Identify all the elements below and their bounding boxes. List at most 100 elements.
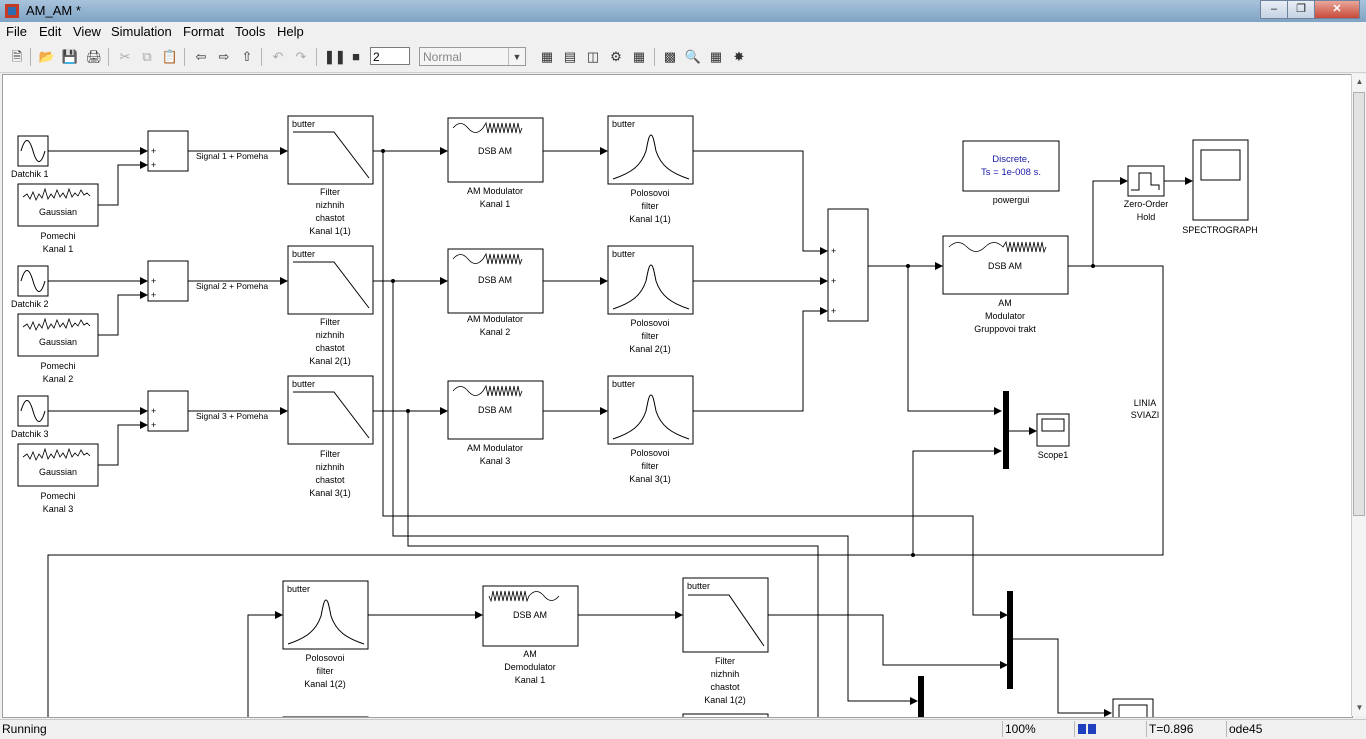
lowpass-filter-1[interactable]: butter xyxy=(287,115,374,185)
line-label-2: SVIAZI xyxy=(1131,410,1160,420)
debug-icon[interactable]: ◫ xyxy=(586,49,600,64)
noise-label-2a: Pomechi xyxy=(40,361,75,371)
sum-block-3[interactable]: + + xyxy=(147,390,189,432)
powergui-block[interactable]: Discrete, Ts = 1e-008 s. xyxy=(962,140,1060,192)
stop-time-field[interactable]: 2 xyxy=(370,47,410,65)
menu-file[interactable]: File xyxy=(6,24,27,39)
simulation-mode-select[interactable]: Normal ▼ xyxy=(419,47,526,66)
svg-text:butter: butter xyxy=(292,119,315,129)
svg-text:DSB AM: DSB AM xyxy=(478,275,512,285)
profile-icon[interactable]: ⚙ xyxy=(610,49,622,64)
menu-help[interactable]: Help xyxy=(277,24,304,39)
up-arrow-icon[interactable]: ⇧ xyxy=(241,49,253,64)
close-button[interactable]: ✕ xyxy=(1314,0,1360,19)
update-icon[interactable]: ▤ xyxy=(563,49,577,64)
open-icon[interactable]: 📂 xyxy=(38,49,56,64)
build-icon[interactable]: ▦ xyxy=(540,49,554,64)
lowpass-filter-2[interactable]: butter xyxy=(287,245,374,315)
menu-view[interactable]: View xyxy=(73,24,101,39)
redo-icon[interactable]: ↷ xyxy=(295,49,307,64)
paste-icon[interactable]: 📋 xyxy=(161,49,179,64)
svg-text:chastot: chastot xyxy=(315,343,345,353)
line-label-1: LINIA xyxy=(1134,398,1157,408)
rx-lowpass-filter-1[interactable]: butter xyxy=(682,577,769,653)
model-canvas[interactable]: Datchik 1 Datchik 2 Datchik 3 Gaussian P… xyxy=(2,74,1353,718)
sum-block-2[interactable]: + + xyxy=(147,260,189,302)
forward-arrow-icon[interactable]: ⇨ xyxy=(218,49,230,64)
noise-label-1a: Pomechi xyxy=(40,231,75,241)
rx-bandpass-filter-1[interactable]: butter xyxy=(282,580,369,650)
am-demodulator-1[interactable]: DSB AM xyxy=(482,585,579,647)
bandpass-filter-1[interactable]: butter xyxy=(607,115,694,185)
svg-text:Filter: Filter xyxy=(320,187,340,197)
svg-text:+: + xyxy=(831,276,836,286)
model-browser-icon[interactable]: ▦ xyxy=(709,49,723,64)
undo-icon[interactable]: ↶ xyxy=(272,49,284,64)
menu-edit[interactable]: Edit xyxy=(39,24,62,39)
rx-lowpass-filter-2[interactable] xyxy=(682,713,769,717)
debugger-wheel-icon[interactable]: ✸ xyxy=(733,49,745,64)
sum-block-1[interactable]: + + xyxy=(147,130,189,172)
gaussian-noise-3[interactable]: Gaussian xyxy=(17,443,99,487)
scope1-block[interactable] xyxy=(1036,413,1070,447)
new-model-icon[interactable]: 🗎 xyxy=(11,49,23,64)
am-modulator-group[interactable]: DSB AM xyxy=(942,235,1069,295)
save-icon[interactable]: 💾 xyxy=(61,49,79,64)
menu-simulation[interactable]: Simulation xyxy=(111,24,172,39)
sine-source-3[interactable] xyxy=(17,395,49,427)
pause-icon[interactable]: ❚❚ xyxy=(324,49,346,64)
menu-format[interactable]: Format xyxy=(183,24,225,39)
cut-icon[interactable]: ✂ xyxy=(119,49,131,64)
gaussian-text-1: Gaussian xyxy=(39,207,77,217)
noise-label-3a: Pomechi xyxy=(40,491,75,501)
svg-text:DSB AM: DSB AM xyxy=(478,146,512,156)
svg-text:butter: butter xyxy=(292,249,315,259)
zero-order-hold-block[interactable] xyxy=(1127,165,1165,197)
gaussian-noise-1[interactable]: Gaussian xyxy=(17,183,99,227)
scrollbar-thumb[interactable] xyxy=(1353,92,1365,516)
copy-icon[interactable]: ⧉ xyxy=(142,49,152,64)
model-explorer-icon[interactable]: 🔍 xyxy=(684,49,702,64)
svg-text:Kanal 3(1): Kanal 3(1) xyxy=(629,474,671,484)
mux-block-2[interactable] xyxy=(1007,591,1013,689)
status-bar: Running 100% T=0.896 ode45 xyxy=(0,719,1366,739)
sine-label-1: Datchik 1 xyxy=(11,169,49,179)
am-modulator-3[interactable]: DSB AM xyxy=(447,380,544,440)
vertical-scrollbar[interactable]: ▲ ▼ xyxy=(1351,74,1366,716)
scroll-down-icon[interactable]: ▼ xyxy=(1355,703,1364,712)
maximize-button[interactable]: ❐ xyxy=(1287,0,1315,19)
print-icon[interactable]: 🖨 xyxy=(85,49,103,64)
am-modulator-1[interactable]: DSB AM xyxy=(447,117,544,183)
mux-block-1[interactable] xyxy=(1003,391,1009,469)
gaussian-noise-2[interactable]: Gaussian xyxy=(17,313,99,357)
stop-icon[interactable]: ■ xyxy=(352,49,360,64)
menu-tools[interactable]: Tools xyxy=(235,24,266,39)
library-browser-icon[interactable]: ▩ xyxy=(663,49,677,64)
svg-text:SPECTROGRAPH: SPECTROGRAPH xyxy=(1182,225,1258,235)
svg-text:Kanal 3: Kanal 3 xyxy=(480,456,511,466)
chevron-down-icon[interactable]: ▼ xyxy=(508,48,525,65)
svg-text:Demodulator: Demodulator xyxy=(504,662,556,672)
grid-icon[interactable]: ▦ xyxy=(632,49,646,64)
svg-text:nizhnih: nizhnih xyxy=(711,669,740,679)
status-zoom: 100% xyxy=(1002,721,1075,737)
svg-text:+: + xyxy=(151,420,156,430)
am-modulator-2[interactable]: DSB AM xyxy=(447,248,544,314)
sine-source-2[interactable] xyxy=(17,265,49,297)
sine-source-1[interactable] xyxy=(17,135,49,167)
svg-text:nizhnih: nizhnih xyxy=(316,330,345,340)
lowpass-filter-3[interactable]: butter xyxy=(287,375,374,445)
scope2-block[interactable] xyxy=(1112,698,1154,717)
sum-block-channels[interactable]: + + + xyxy=(827,208,869,322)
bandpass-filter-2[interactable]: butter xyxy=(607,245,694,315)
mux-block-3[interactable] xyxy=(918,676,924,717)
window-title: AM_AM * xyxy=(26,3,81,18)
diagram: Datchik 1 Datchik 2 Datchik 3 Gaussian P… xyxy=(11,115,1258,717)
gaussian-text-2: Gaussian xyxy=(39,337,77,347)
minimize-button[interactable]: – xyxy=(1260,0,1288,19)
svg-text:butter: butter xyxy=(287,584,310,594)
scroll-up-icon[interactable]: ▲ xyxy=(1355,77,1364,86)
bandpass-filter-3[interactable]: butter xyxy=(607,375,694,445)
back-arrow-icon[interactable]: ⇦ xyxy=(195,49,207,64)
spectrograph-block[interactable] xyxy=(1192,139,1249,221)
